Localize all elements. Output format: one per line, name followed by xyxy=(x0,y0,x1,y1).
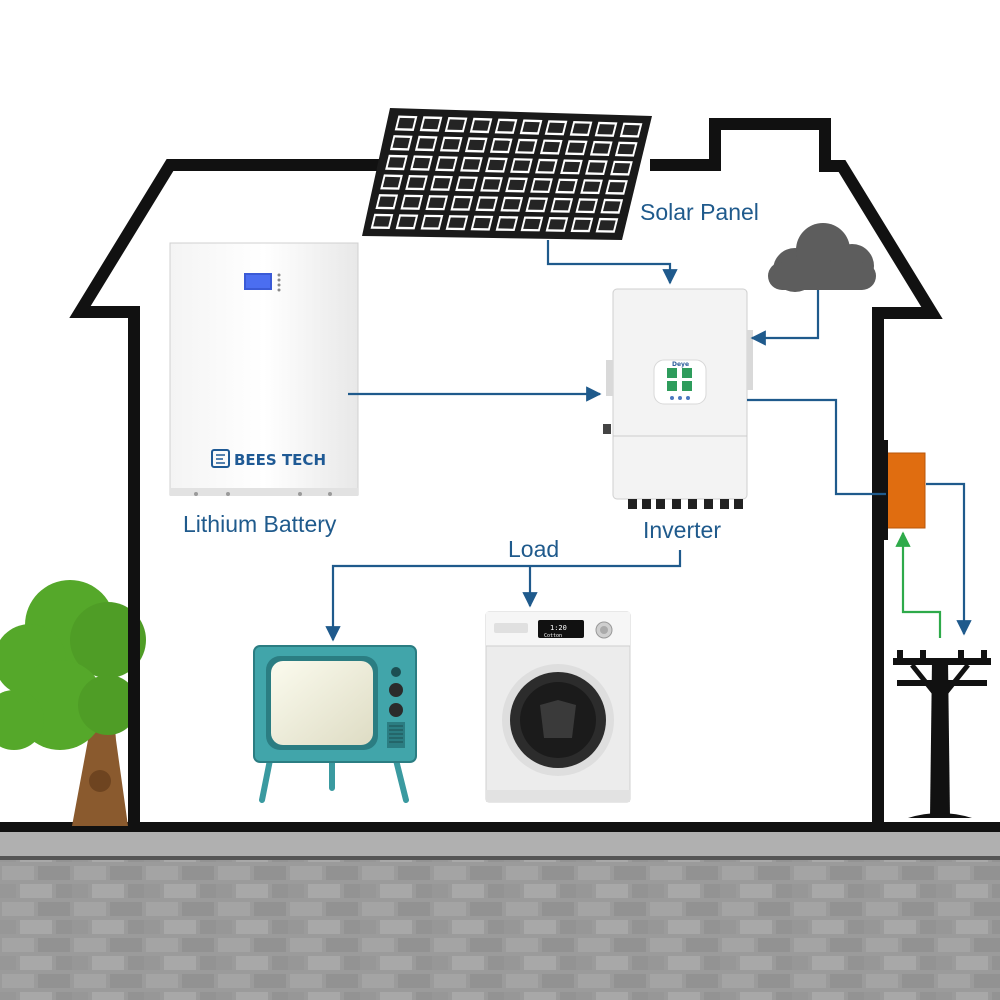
solar-panel-label: Solar Panel xyxy=(640,199,759,225)
solar-cell-surface xyxy=(478,198,496,209)
arrow-solar-to-inverter xyxy=(546,240,678,285)
solar-cell-surface xyxy=(578,200,596,211)
solar-cell-surface xyxy=(467,139,485,151)
solar-cell-surface xyxy=(482,179,501,190)
solar-cell-surface xyxy=(423,217,441,228)
solar-cell-surface xyxy=(572,123,590,134)
tree-icon xyxy=(0,580,146,826)
solar-cell-surface xyxy=(622,124,640,136)
solar-cell-surface xyxy=(472,120,490,131)
solar-cell-surface xyxy=(528,199,546,210)
solar-cell-surface xyxy=(392,137,410,149)
solar-cell-surface xyxy=(378,196,396,207)
solar-cell-surface xyxy=(597,124,615,135)
arrow-pole-to-meter xyxy=(895,531,942,638)
solar-cell-surface xyxy=(462,159,481,170)
solar-cell-surface xyxy=(607,182,626,193)
solar-cell-surface xyxy=(582,181,601,192)
solar-cell-surface xyxy=(507,179,526,191)
solar-cell-surface xyxy=(592,143,610,154)
solar-cell-surface xyxy=(567,142,585,153)
solar-cell-surface xyxy=(498,218,516,229)
solar-cell-surface xyxy=(497,121,515,132)
inverter-port xyxy=(642,499,651,509)
solar-cell-surface xyxy=(398,216,416,227)
solar-cell-surface xyxy=(448,217,466,228)
inverter-port xyxy=(734,499,743,509)
bees-tech-logo xyxy=(211,449,230,468)
inverter-port xyxy=(628,499,637,509)
solar-cell-surface xyxy=(417,138,435,149)
solar-cell-surface xyxy=(548,219,566,230)
solar-cell-surface xyxy=(453,198,471,209)
utility-pole-icon xyxy=(893,650,991,818)
cloud-icon xyxy=(768,223,876,292)
washer-brand: Cotton xyxy=(544,633,562,639)
inverter-brand: Deye xyxy=(672,361,689,368)
solar-cell-surface xyxy=(412,157,431,169)
arrow-inverter-to-tv xyxy=(325,550,682,642)
load-label: Load xyxy=(508,536,559,562)
solar-cell-surface xyxy=(422,118,440,130)
solar-cell-surface xyxy=(428,197,446,208)
solar-cell-surface xyxy=(612,163,631,174)
solar-cell-surface xyxy=(512,160,531,171)
inverter-port xyxy=(720,499,729,509)
inverter-port xyxy=(672,499,681,509)
solar-cell-surface xyxy=(492,140,510,151)
solar-cell-surface xyxy=(403,197,421,208)
lithium-battery-label: Lithium Battery xyxy=(183,511,337,537)
solar-cell-surface xyxy=(522,121,540,133)
solar-cell-surface xyxy=(373,216,391,227)
solar-cell-surface xyxy=(487,159,506,171)
solar-panel-icon xyxy=(362,108,652,240)
inverter-port xyxy=(688,499,697,509)
solar-cell-surface xyxy=(457,178,476,189)
inverter-icon: Deye xyxy=(603,288,753,509)
arrow-meter-to-pole xyxy=(926,482,972,636)
battery-brand: BEES TECH xyxy=(234,451,326,469)
solar-cell-surface xyxy=(617,144,635,155)
solar-cell-surface xyxy=(442,139,460,150)
solar-cell-surface xyxy=(473,217,491,229)
arrow-cloud-to-inverter xyxy=(750,290,820,346)
solar-cell-surface xyxy=(407,177,426,188)
solar-cell-surface xyxy=(503,199,521,210)
utility-meter-icon xyxy=(878,440,926,540)
solar-cell-surface xyxy=(437,158,456,169)
solar-cell-surface xyxy=(542,141,560,153)
solar-cell-surface xyxy=(532,180,551,191)
solar-cell-surface xyxy=(523,218,541,230)
solar-cell-surface xyxy=(562,161,581,173)
tv-icon xyxy=(253,645,417,803)
solar-cell-surface xyxy=(547,122,565,133)
lithium-battery-icon: BEES TECH xyxy=(169,242,359,496)
washer-display: 1:20 xyxy=(550,624,567,632)
solar-cell-surface xyxy=(598,220,616,231)
inverter-label: Inverter xyxy=(643,517,721,543)
solar-cell-surface xyxy=(553,200,571,211)
solar-cell-surface xyxy=(517,141,535,152)
washing-machine-icon: 1:20 Cotton xyxy=(485,611,631,803)
flow-arrows xyxy=(325,240,972,642)
solar-cell-surface xyxy=(397,117,415,129)
arrow-inverter-to-meter xyxy=(747,398,886,496)
ground-wall xyxy=(0,822,1000,1000)
solar-cell-surface xyxy=(447,119,465,130)
solar-cell-surface xyxy=(573,219,591,230)
solar-cell-surface xyxy=(603,201,621,212)
inverter-port xyxy=(704,499,713,509)
solar-cell-surface xyxy=(387,157,406,168)
solar-cell-surface xyxy=(557,180,576,192)
solar-cell-surface xyxy=(537,161,556,172)
solar-cell-surface xyxy=(382,176,401,188)
inverter-port xyxy=(656,499,665,509)
solar-cell-surface xyxy=(432,178,451,189)
solar-cell-surface xyxy=(587,162,606,173)
